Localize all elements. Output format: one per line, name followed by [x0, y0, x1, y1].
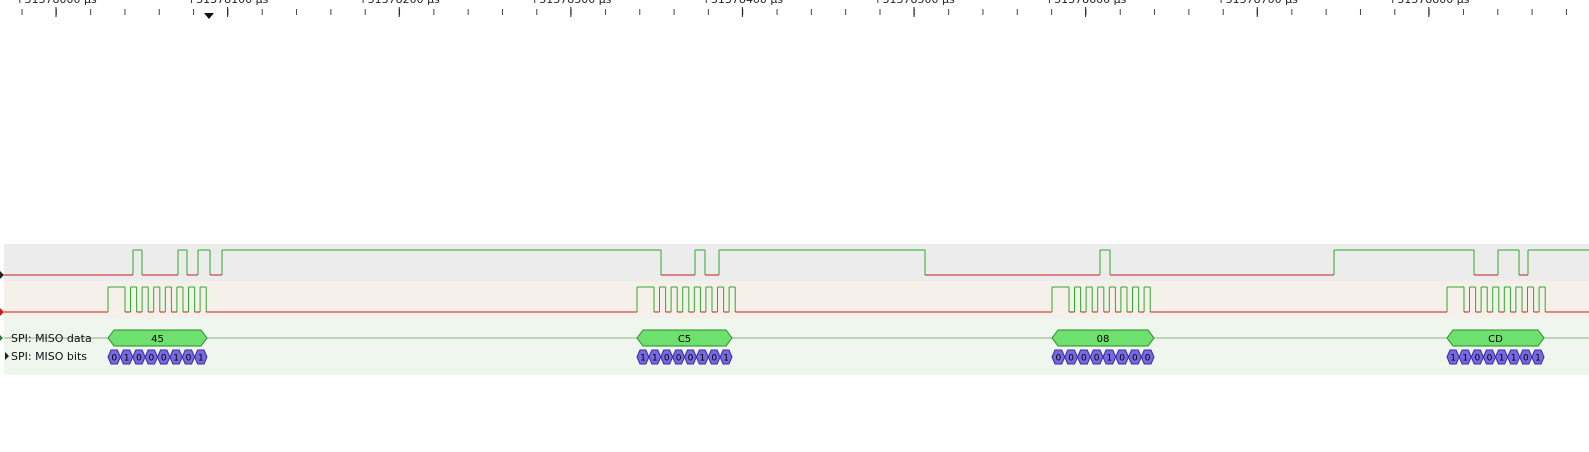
- ruler-tick-label: +31378600 µs: [1045, 0, 1127, 6]
- time-ruler[interactable]: +31378000 µs +31378100 µs +31378200 µs +313…: [0, 0, 1589, 22]
- decoded-byte-value: CD: [1488, 334, 1503, 345]
- decoded-bit-value: 1: [1535, 354, 1541, 364]
- decoded-bit-value: 0: [711, 354, 717, 364]
- decoder-bits-label[interactable]: SPI: MISO bits: [11, 350, 87, 363]
- decoded-bit-value: 1: [640, 354, 646, 364]
- decoded-bit-value: 0: [111, 354, 117, 364]
- decoded-bit-value: 1: [1499, 354, 1505, 364]
- decoded-byte[interactable]: [1446, 329, 1545, 347]
- ruler-tick-label: +31378300 µs: [530, 0, 612, 6]
- ruler-tick-label: +31378000 µs: [15, 0, 97, 6]
- cursor-marker-icon[interactable]: [204, 13, 214, 19]
- decoded-byte[interactable]: [107, 329, 208, 347]
- decoded-bit-value: 1: [173, 354, 179, 364]
- ruler-tick-label: +31378800 µs: [1388, 0, 1470, 6]
- decoded-bit-value: 0: [1145, 354, 1151, 364]
- decoded-byte[interactable]: [636, 329, 733, 347]
- decoded-bit[interactable]: [194, 349, 208, 365]
- decoded-bit-value: 0: [1119, 354, 1125, 364]
- decoder-data-marker-icon[interactable]: [0, 335, 3, 341]
- channel-1-waveform: [4, 286, 1589, 313]
- decoded-bit-value: 0: [161, 354, 167, 364]
- decoded-bit[interactable]: [1140, 349, 1155, 365]
- decoder-data-label[interactable]: SPI: MISO data: [11, 332, 92, 345]
- decoded-bit-value: 0: [1094, 354, 1100, 364]
- expand-bits-icon[interactable]: [5, 352, 9, 360]
- ruler-tick-label: +31378100 µs: [187, 0, 269, 6]
- decoded-bit-value: 1: [1511, 354, 1517, 364]
- decoded-bit-value: 0: [1474, 354, 1480, 364]
- decoded-bit-value: 1: [1462, 354, 1468, 364]
- decoded-bit-value: 0: [688, 354, 694, 364]
- decoded-bit-value: 0: [676, 354, 682, 364]
- decoded-bit-value: 0: [136, 354, 142, 364]
- ruler-tick-label: +31378700 µs: [1216, 0, 1298, 6]
- decoded-bit[interactable]: [719, 349, 733, 365]
- decoded-bit-value: 0: [664, 354, 670, 364]
- ruler-tick-label: +31378500 µs: [873, 0, 955, 6]
- decoded-bit-value: 1: [198, 354, 204, 364]
- ruler-tick-label: +31378400 µs: [702, 0, 784, 6]
- decoded-bit-value: 1: [723, 354, 729, 364]
- decoded-bit-value: 1: [124, 354, 130, 364]
- ruler-tick-label: +31378200 µs: [358, 0, 440, 6]
- decoded-bit-value: 1: [1107, 354, 1113, 364]
- decoded-bit-value: 0: [1132, 354, 1138, 364]
- decoded-bit-value: 0: [1081, 354, 1087, 364]
- decoded-bit-value: 0: [148, 354, 154, 364]
- decoded-bit-value: 1: [699, 354, 705, 364]
- decoded-bit-value: 0: [186, 354, 192, 364]
- decoded-bit-value: 1: [652, 354, 658, 364]
- decoded-bit-value: 1: [1450, 354, 1456, 364]
- decoded-bit-value: 0: [1056, 354, 1062, 364]
- decoded-bit-value: 0: [1487, 354, 1493, 364]
- decoded-byte-value: C5: [678, 334, 691, 345]
- decoder-row-bg: [4, 318, 1589, 375]
- decoded-bit[interactable]: [1531, 349, 1545, 365]
- channel-0-waveform: [4, 249, 1589, 276]
- channel-0-marker-icon[interactable]: [0, 271, 4, 279]
- decoded-byte-value: 45: [151, 334, 164, 345]
- decoded-bytes: 45 C5 08 CD: [107, 329, 1545, 347]
- decoded-byte[interactable]: [1051, 329, 1155, 347]
- channel-1-marker-icon[interactable]: [0, 308, 4, 316]
- decoded-bit-value: 0: [1068, 354, 1074, 364]
- decoded-bit-value: 0: [1523, 354, 1529, 364]
- decoded-byte-value: 08: [1097, 334, 1110, 345]
